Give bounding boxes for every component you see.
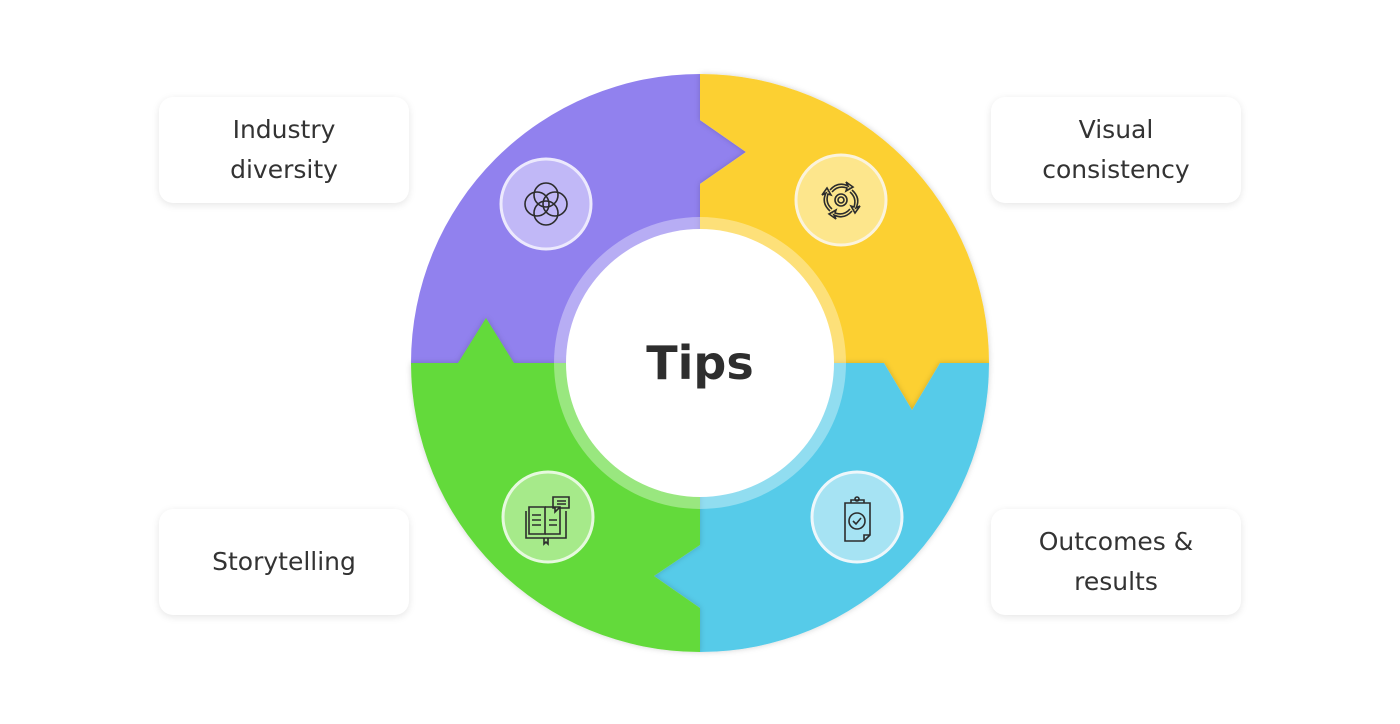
- label-card-industry-diversity: Industry diversity: [159, 97, 409, 203]
- label-card-outcomes-results: Outcomes & results: [991, 509, 1241, 615]
- label-industry-diversity: Industry diversity: [230, 115, 338, 184]
- label-visual-consistency: Visual consistency: [1042, 115, 1190, 184]
- label-card-storytelling: Storytelling: [159, 509, 409, 615]
- label-outcomes-results: Outcomes & results: [1038, 527, 1194, 596]
- cycle-arrows-icon: [821, 181, 861, 220]
- label-storytelling: Storytelling: [212, 547, 356, 576]
- clipboard-check-icon: [844, 496, 871, 542]
- center-title: Tips: [646, 336, 754, 390]
- center-disk: [566, 229, 834, 497]
- book-chat-icon: [525, 496, 570, 546]
- label-card-visual-consistency: Visual consistency: [991, 97, 1241, 203]
- venn-circles-icon: [524, 182, 568, 226]
